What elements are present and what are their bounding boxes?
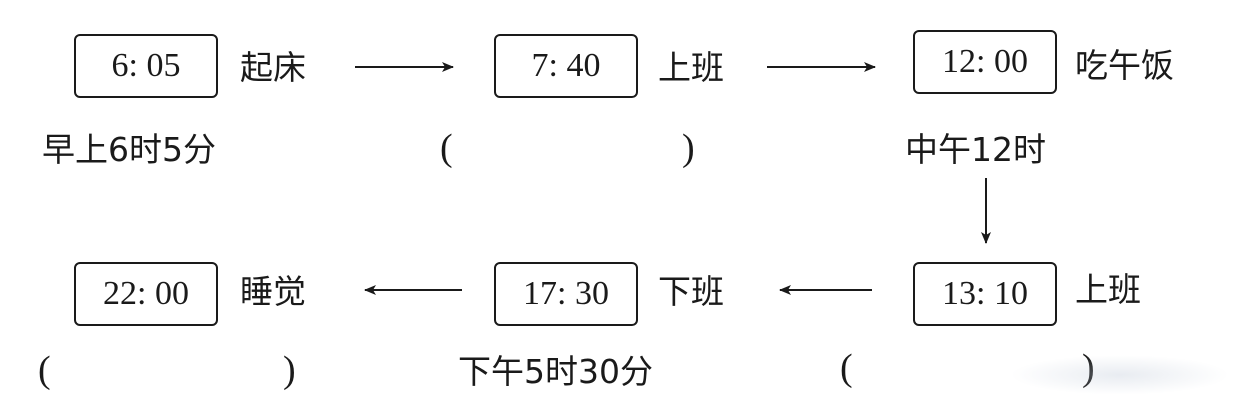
activity-off-work: 下班	[658, 272, 724, 311]
activity-afternoon-work: 上班	[1075, 270, 1141, 309]
activity-wake: 起床	[240, 48, 306, 87]
time-box-lunch: 12: 00	[913, 30, 1057, 94]
answer-blank-close-paren: )	[283, 349, 296, 391]
caption-wake-time: 早上6时5分	[42, 130, 216, 169]
time-box-afternoon-work: 13: 10	[913, 262, 1057, 326]
scan-smudge	[1010, 355, 1230, 395]
time-box-off-work: 17: 30	[494, 262, 638, 326]
answer-blank-close-paren: )	[682, 127, 695, 169]
answer-blank-open-paren: (	[440, 127, 453, 169]
caption-off-work-time: 下午5时30分	[458, 352, 653, 391]
answer-blank-open-paren: (	[840, 347, 853, 389]
activity-sleep: 睡觉	[240, 272, 306, 311]
activity-go-to-work: 上班	[658, 48, 724, 87]
answer-blank-open-paren: (	[38, 349, 51, 391]
time-box-sleep: 22: 00	[74, 262, 218, 326]
time-box-wake: 6: 05	[74, 34, 218, 98]
activity-lunch: 吃午饭	[1075, 46, 1174, 85]
caption-lunch-time: 中午12时	[905, 130, 1046, 169]
answer-blank-close-paren: )	[1082, 346, 1095, 390]
time-box-go-to-work: 7: 40	[494, 34, 638, 98]
